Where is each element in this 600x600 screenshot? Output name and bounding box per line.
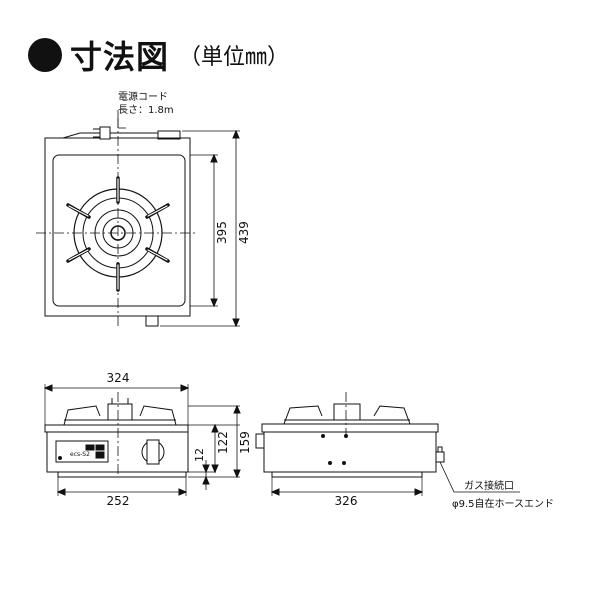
cord-plug <box>99 126 111 140</box>
unit-note: （単位㎜） <box>179 45 290 70</box>
front-trivet-right <box>139 405 177 426</box>
side-trivet-right <box>373 405 411 425</box>
title-text: 寸法図 <box>70 38 170 76</box>
page-title: 寸法図 （単位㎜） <box>28 32 289 78</box>
side-trivet-left <box>283 405 323 425</box>
front-trivet-left <box>63 405 101 426</box>
top-view <box>36 110 240 328</box>
top-view-gas-fitting <box>145 315 159 327</box>
top-view-top-plate <box>52 154 186 307</box>
burner-ring-4 <box>102 217 134 249</box>
burner-center <box>110 225 126 241</box>
burner-ring-3 <box>94 209 142 257</box>
gas-inlet-leader <box>439 461 520 493</box>
side-body <box>263 431 437 473</box>
dim-159-label: 159 <box>238 431 252 454</box>
dim-324-label: 324 <box>107 371 130 385</box>
front-body <box>46 431 189 473</box>
gas-inlet-label: ガス接続口 <box>464 479 514 492</box>
side-view <box>255 392 520 496</box>
cord-outlet-box <box>157 130 181 140</box>
side-cord-outlet <box>255 433 265 449</box>
control-panel <box>55 440 109 463</box>
dim-122-label: 122 <box>216 431 230 454</box>
dim-326-label: 326 <box>335 494 358 508</box>
gas-inlet-fitting <box>435 451 445 463</box>
dim-439-label: 439 <box>237 221 251 244</box>
front-burner-head <box>107 403 133 421</box>
power-cord-line <box>62 132 158 139</box>
front-base <box>57 471 187 478</box>
hose-end-label: φ9.5自在ホースエンド <box>452 497 554 510</box>
bullet-icon <box>28 38 62 72</box>
power-cord-label: 電源コード <box>118 90 168 103</box>
front-view <box>43 384 241 496</box>
front-top-plate <box>44 424 189 433</box>
control-panel-badge: ecs-S2 <box>70 451 90 458</box>
side-base <box>271 471 423 478</box>
side-burner-head <box>333 403 361 421</box>
dim-395-label: 395 <box>215 221 229 244</box>
dim-252-label: 252 <box>107 494 130 508</box>
side-top-plate <box>261 423 439 433</box>
cord-length-label: 長さ：1.8m <box>118 104 174 116</box>
top-view-outer-body <box>44 137 191 317</box>
dim-12-label: 12 <box>193 448 206 462</box>
